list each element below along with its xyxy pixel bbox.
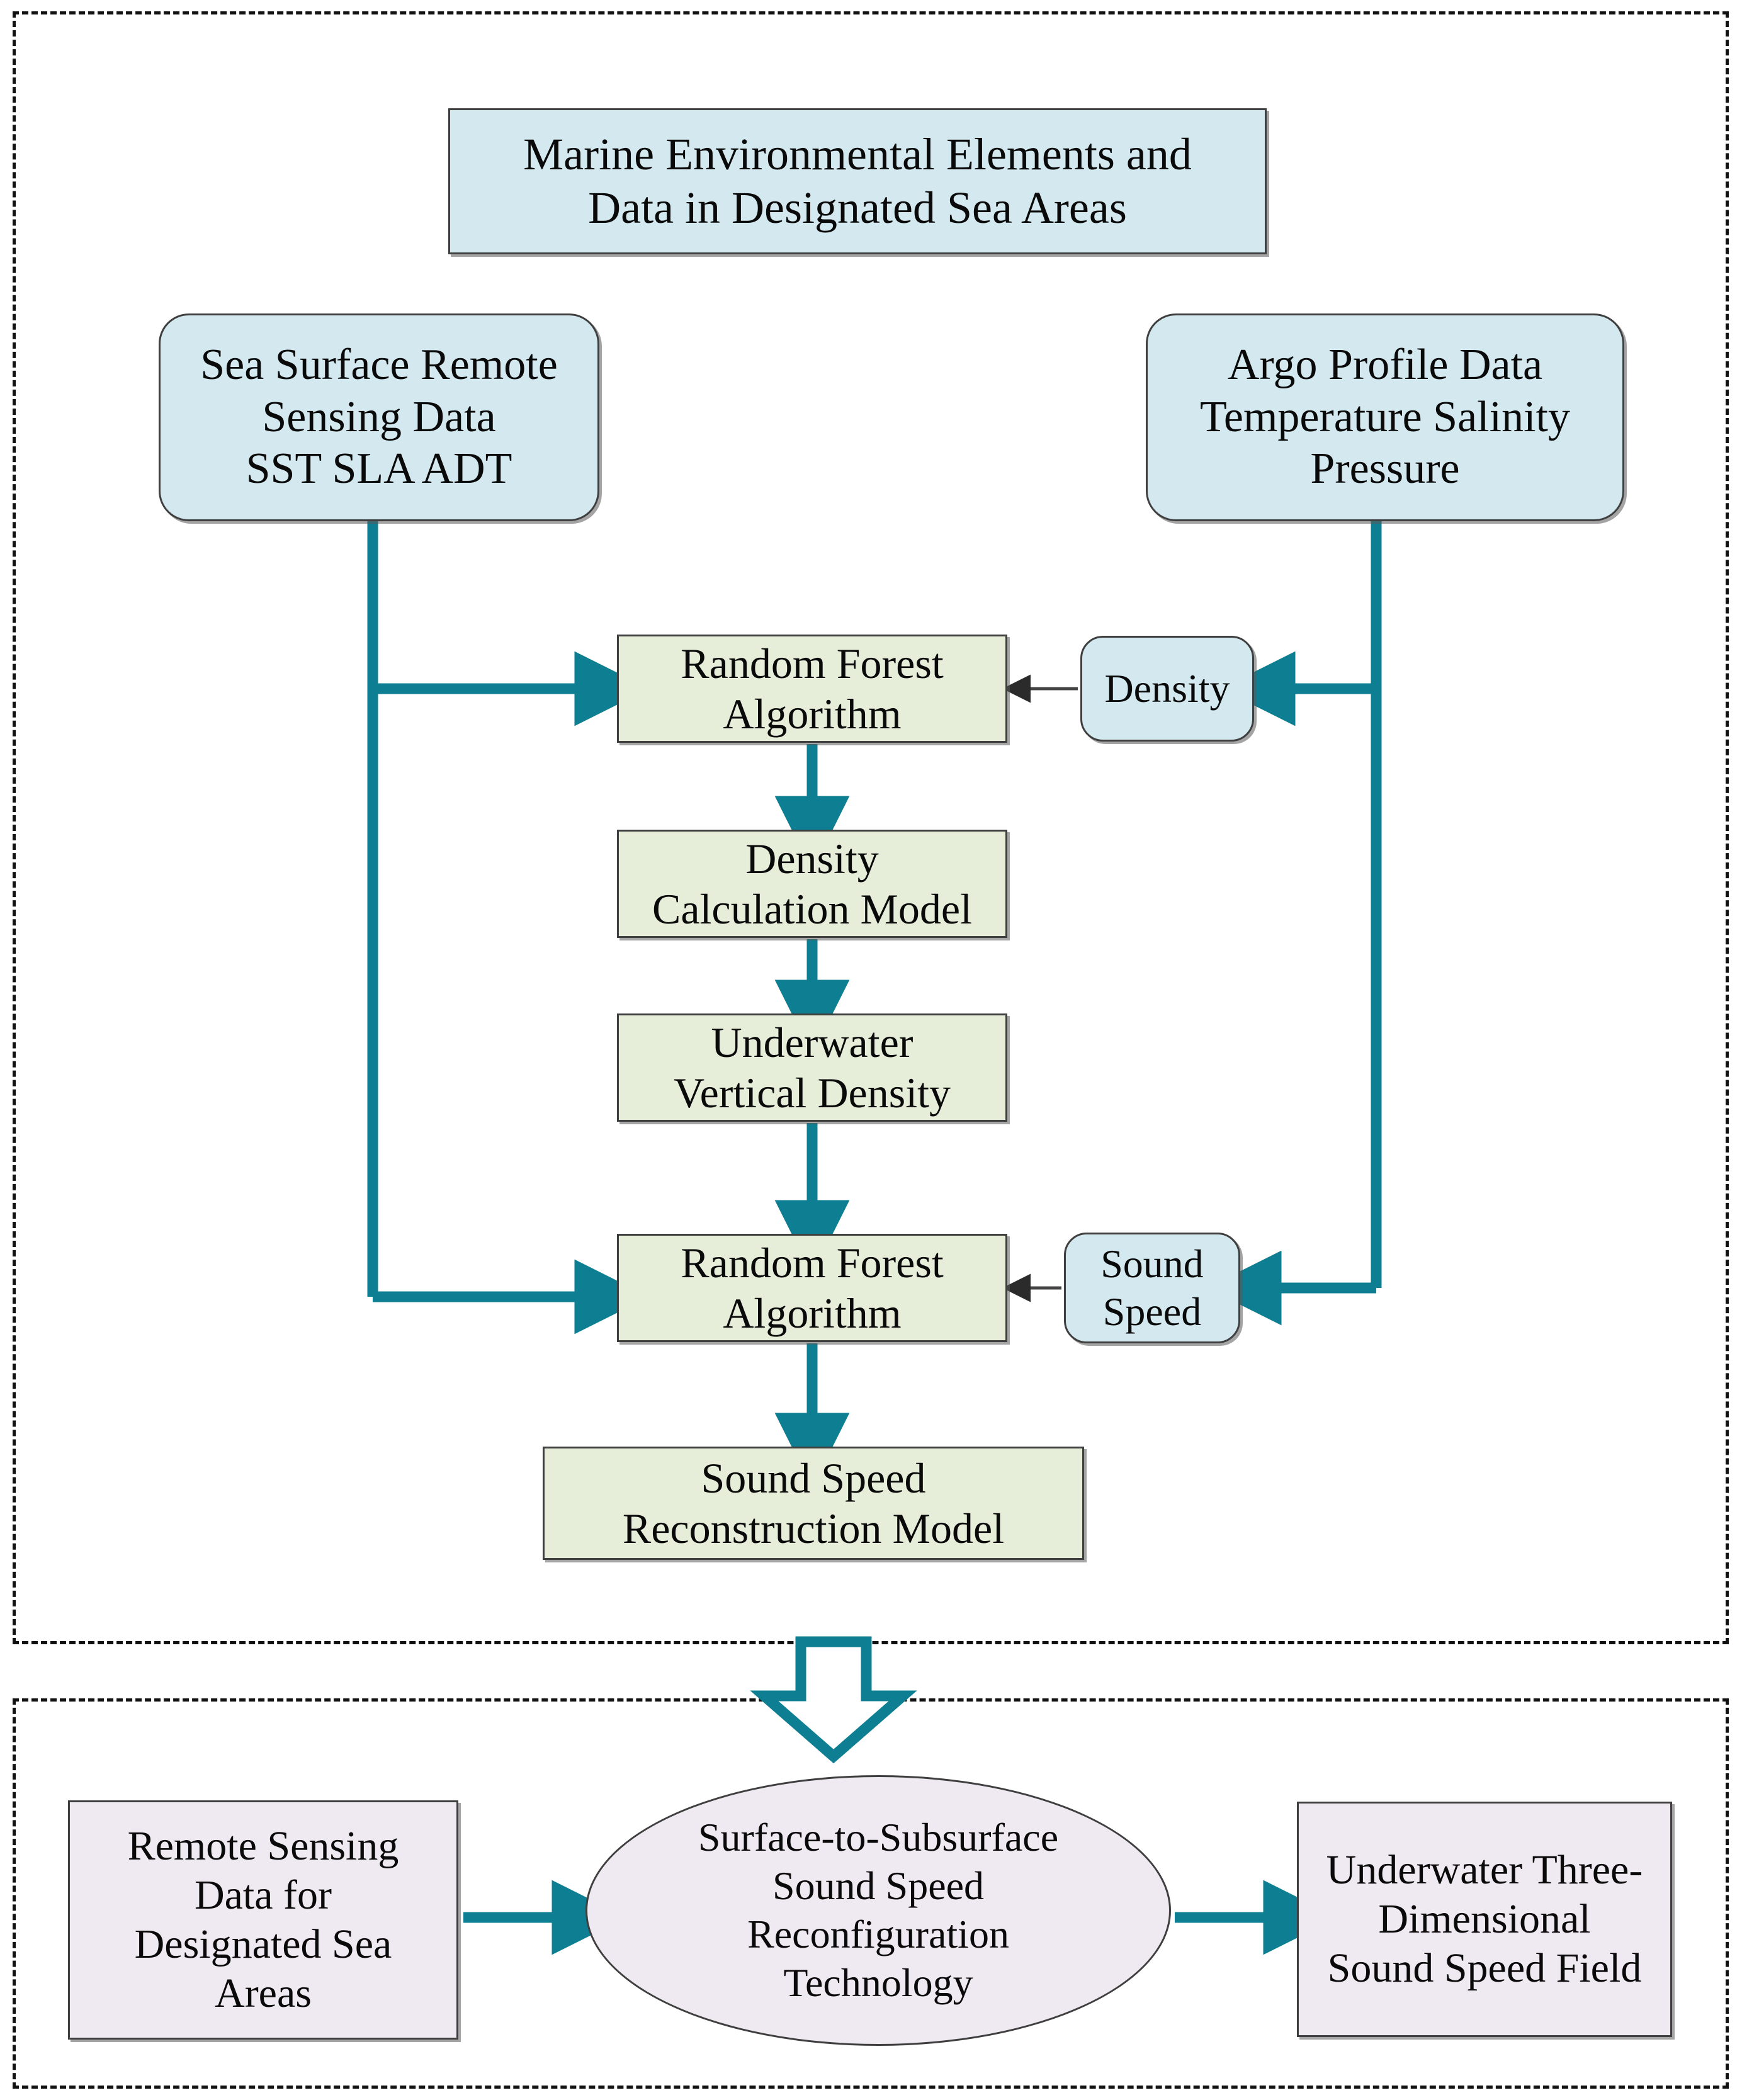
title-box: Marine Environmental Elements and Data i… (448, 108, 1267, 254)
node-argo-profile-data: Argo Profile Data Temperature Salinity P… (1146, 313, 1624, 521)
node-random-forest-algorithm-2: Random Forest Algorithm (617, 1234, 1007, 1342)
node-density-input: Density (1080, 636, 1254, 742)
node-remote-sensing-data-for-designated-sea-areas: Remote Sensing Data for Designated Sea A… (68, 1800, 458, 2040)
methodology-panel (13, 11, 1729, 1644)
node-random-forest-algorithm-1: Random Forest Algorithm (617, 635, 1007, 743)
node-sea-surface-remote-sensing-data: Sea Surface Remote Sensing Data SST SLA … (159, 313, 599, 521)
node-surface-to-subsurface-reconfiguration-technology: Surface-to-Subsurface Sound Speed Reconf… (585, 1775, 1171, 2046)
node-sound-speed-reconstruction-model: Sound Speed Reconstruction Model (543, 1447, 1084, 1560)
node-sound-speed-input: Sound Speed (1064, 1233, 1240, 1343)
node-underwater-vertical-density: Underwater Vertical Density (617, 1013, 1007, 1122)
node-underwater-three-dimensional-sound-speed-field: Underwater Three- Dimensional Sound Spee… (1297, 1802, 1672, 2037)
node-density-calculation-model: Density Calculation Model (617, 830, 1007, 938)
